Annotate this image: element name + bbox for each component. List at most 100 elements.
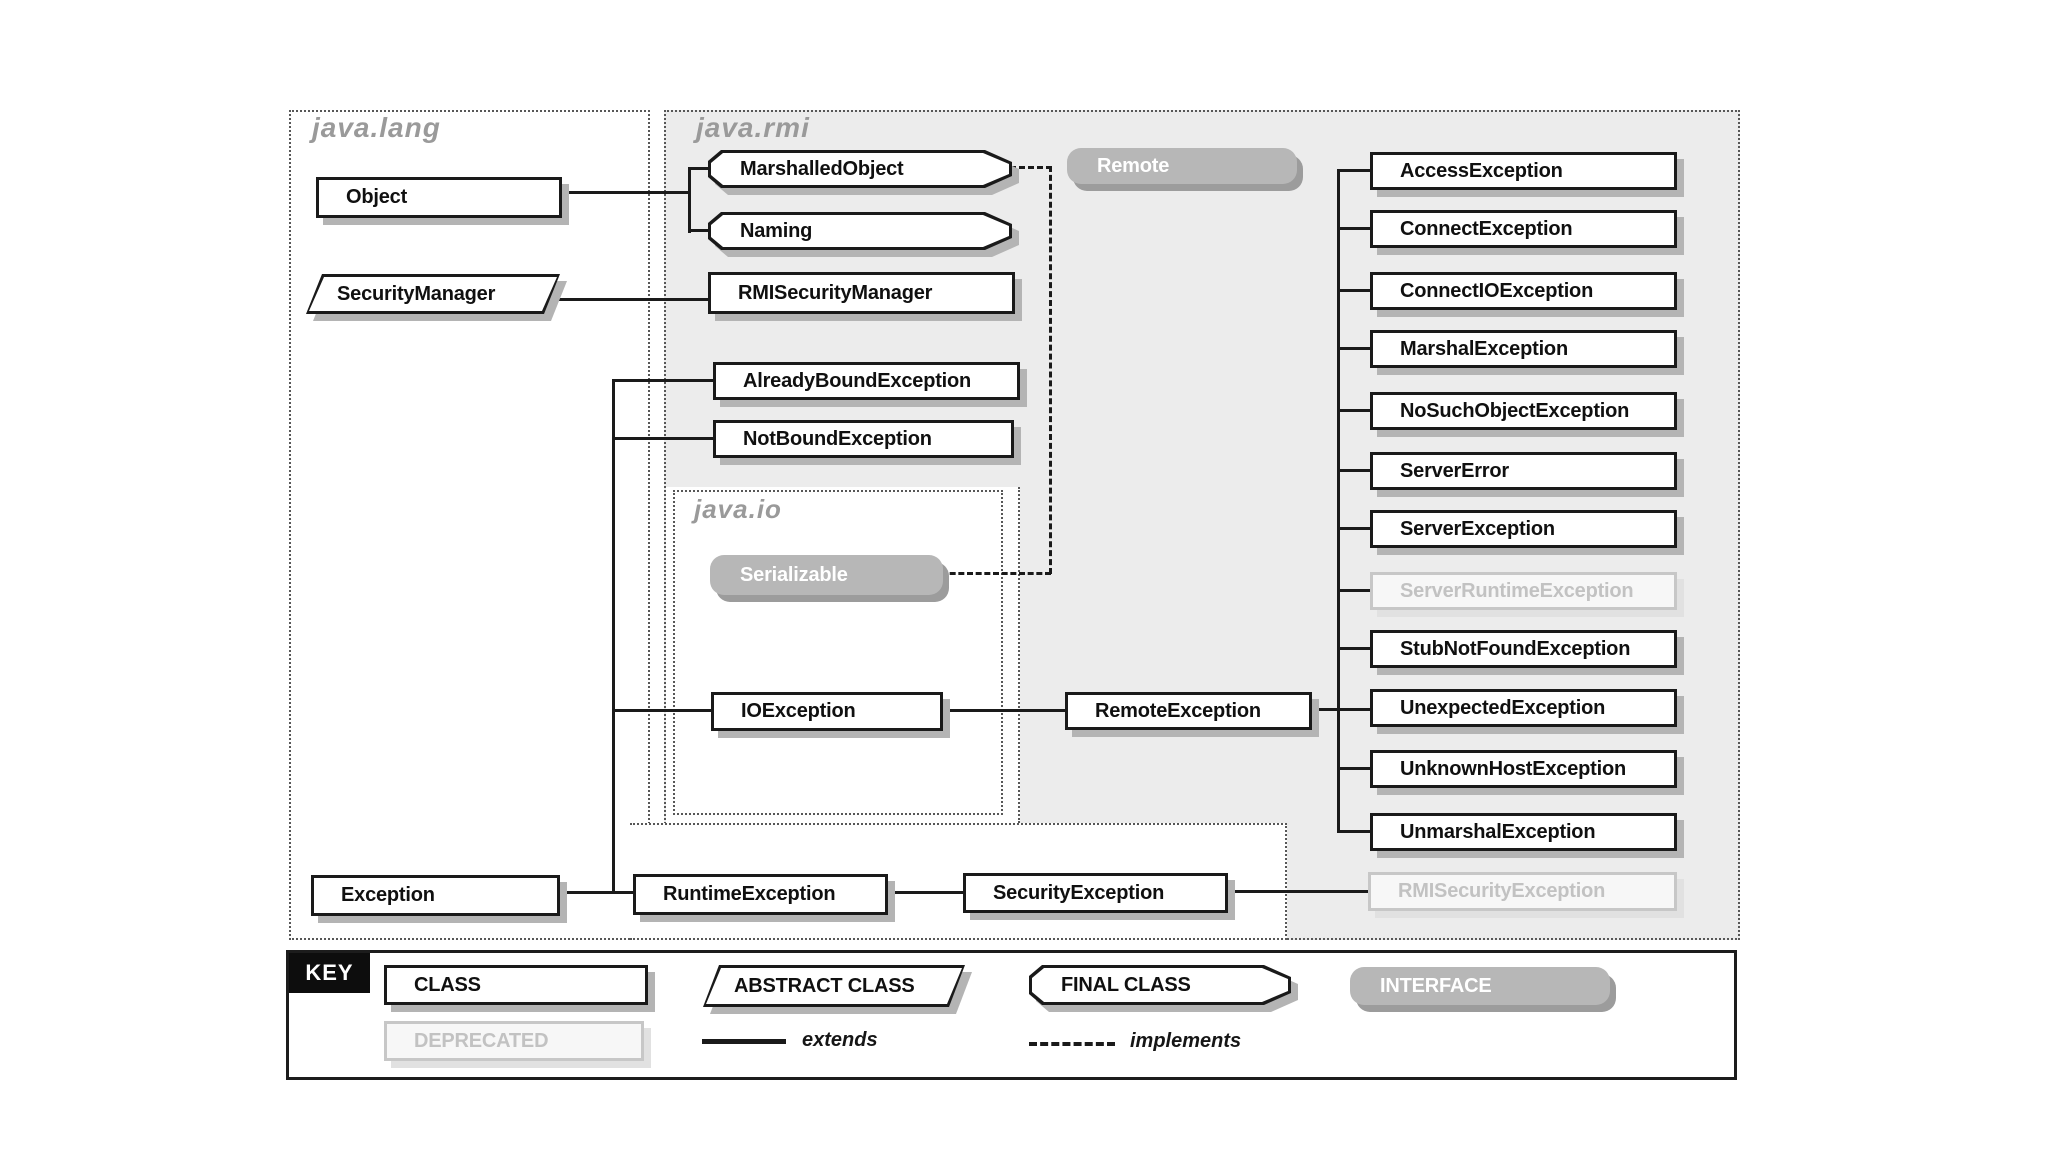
class-node-marshalexception: MarshalException [1370,330,1677,368]
node-shape: SecurityManager [306,274,560,314]
edge-stub-marshalexception [1337,347,1372,350]
key-class-sample: CLASS [384,965,648,1005]
node-label: AlreadyBoundException [743,369,972,392]
edge-stub-accessexception [1337,169,1372,172]
edge-securityexception-rmisecurityexception [1226,890,1370,893]
class-node-runtimeexception: RuntimeException [633,874,888,915]
final-class-node-naming: Naming [708,212,1012,250]
edge-runtimeexception-securityexception [886,891,965,894]
class-node-connectioexception: ConnectIOException [1370,272,1677,310]
node-label: ServerException [1400,517,1555,540]
package-label-java-lang: java.lang [312,112,441,143]
edge-exception-notboundexception [612,437,716,440]
key-class-label: CLASS [414,973,481,996]
class-node-unexpectedexception: UnexpectedException [1370,689,1677,727]
node-label: NotBoundException [743,427,932,450]
node-label: ServerError [1400,459,1509,482]
node-label: Naming [740,219,813,242]
node-label: RMISecurityException [1398,880,1606,902]
node-shape: Naming [708,212,1012,250]
node-shape: FINAL CLASS [1029,965,1291,1005]
edge-exception-runtimeexception [558,891,635,894]
edge-stub-servererror [1337,469,1372,472]
edge-remoteexception-trunk-vertical [1337,170,1340,833]
node-label: ConnectIOException [1400,279,1594,302]
node-label: Remote [1097,154,1170,177]
node-label: RMISecurityManager [738,281,933,304]
edge-stub-unmarshalexception [1337,830,1372,833]
node-label: MarshalledObject [740,157,904,180]
key-title-badge: KEY [289,953,370,993]
edge-stub-serverruntimeexception [1337,589,1372,592]
node-shape: ABSTRACT CLASS [703,965,965,1007]
class-node-accessexception: AccessException [1370,152,1677,190]
region-java-lang [289,110,650,940]
edge-marshalledobject-serializable-top [1010,166,1052,169]
class-node-exception: Exception [311,875,560,916]
node-label: SecurityManager [337,282,496,305]
class-node-remoteexception: RemoteException [1065,692,1312,730]
key-implements-line-sample [1029,1042,1115,1046]
edge-exception-ioexception [612,709,713,712]
class-node-stubnotfoundexception: StubNotFoundException [1370,630,1677,668]
class-node-unknownhostexception: UnknownHostException [1370,750,1677,788]
edge-exception-alreadyboundexception [612,379,716,382]
class-node-rmisecuritymanager: RMISecurityManager [708,272,1015,314]
final-class-node-marshalledobject: MarshalledObject [708,150,1012,188]
key-interface-sample: INTERFACE [1350,967,1610,1005]
node-label: Exception [341,884,435,906]
package-label-java-io: java.io [694,494,782,524]
key-final-label: FINAL CLASS [1061,973,1191,996]
key-title-label: KEY [305,960,354,985]
deprecated-class-node-rmisecurityexception: RMISecurityException [1368,872,1677,911]
key-abstract-class-sample: ABSTRACT CLASS [703,965,965,1007]
edge-object-marshalledobject [688,167,712,170]
node-label: AccessException [1400,159,1563,182]
edge-stub-connectexception [1337,227,1372,230]
key-implements-label: implements [1130,1030,1242,1052]
edge-stub-stubnotfoundexception [1337,647,1372,650]
edge-remoteexception-unexpectedexception [1310,708,1372,711]
class-node-serverexception: ServerException [1370,510,1677,548]
edge-exception-trunk-vertical [612,379,615,893]
edge-object-branch [562,191,690,194]
interface-node-serializable: Serializable [710,555,943,595]
class-node-unmarshalexception: UnmarshalException [1370,813,1677,851]
abstract-class-node-securitymanager: SecurityManager [306,274,560,314]
node-label: NoSuchObjectException [1400,399,1630,422]
edge-object-naming [688,229,712,232]
edge-stub-serverexception [1337,527,1372,530]
class-node-alreadyboundexception: AlreadyBoundException [713,362,1020,400]
key-deprecated-sample: DEPRECATED [384,1021,644,1061]
package-label-java-rmi: java.rmi [696,112,810,143]
region-java-rmi-cutout [666,487,1020,823]
node-label: UnmarshalException [1400,820,1596,843]
key-final-class-sample: FINAL CLASS [1029,965,1291,1005]
node-label: MarshalException [1400,337,1568,360]
class-node-notboundexception: NotBoundException [713,420,1014,458]
edge-stub-unknownhostexception [1337,767,1372,770]
edge-stub-nosuchobjectexception [1337,409,1372,412]
node-label: StubNotFoundException [1400,637,1631,660]
node-label: UnexpectedException [1400,696,1606,719]
edge-marshalledobject-serializable-vertical [1049,166,1052,574]
key-deprecated-label: DEPRECATED [414,1029,549,1052]
interface-node-remote: Remote [1067,148,1297,184]
key-extends-label: extends [802,1029,878,1051]
node-label: RuntimeException [663,883,836,905]
edge-stub-connectioexception [1337,289,1372,292]
node-label: Serializable [740,563,848,586]
node-label: RemoteException [1095,699,1261,722]
node-label: ConnectException [1400,217,1573,240]
key-interface-label: INTERFACE [1380,974,1492,997]
node-label: IOException [741,700,856,722]
key-abstract-label: ABSTRACT CLASS [734,974,915,997]
class-node-nosuchobjectexception: NoSuchObjectException [1370,392,1677,430]
node-label: SecurityException [993,881,1165,904]
node-shape: MarshalledObject [708,150,1012,188]
class-node-servererror: ServerError [1370,452,1677,490]
region-java-io [673,490,1003,815]
node-label: UnknownHostException [1400,757,1627,780]
edge-marshalledobject-serializable-bottom [941,572,1051,575]
